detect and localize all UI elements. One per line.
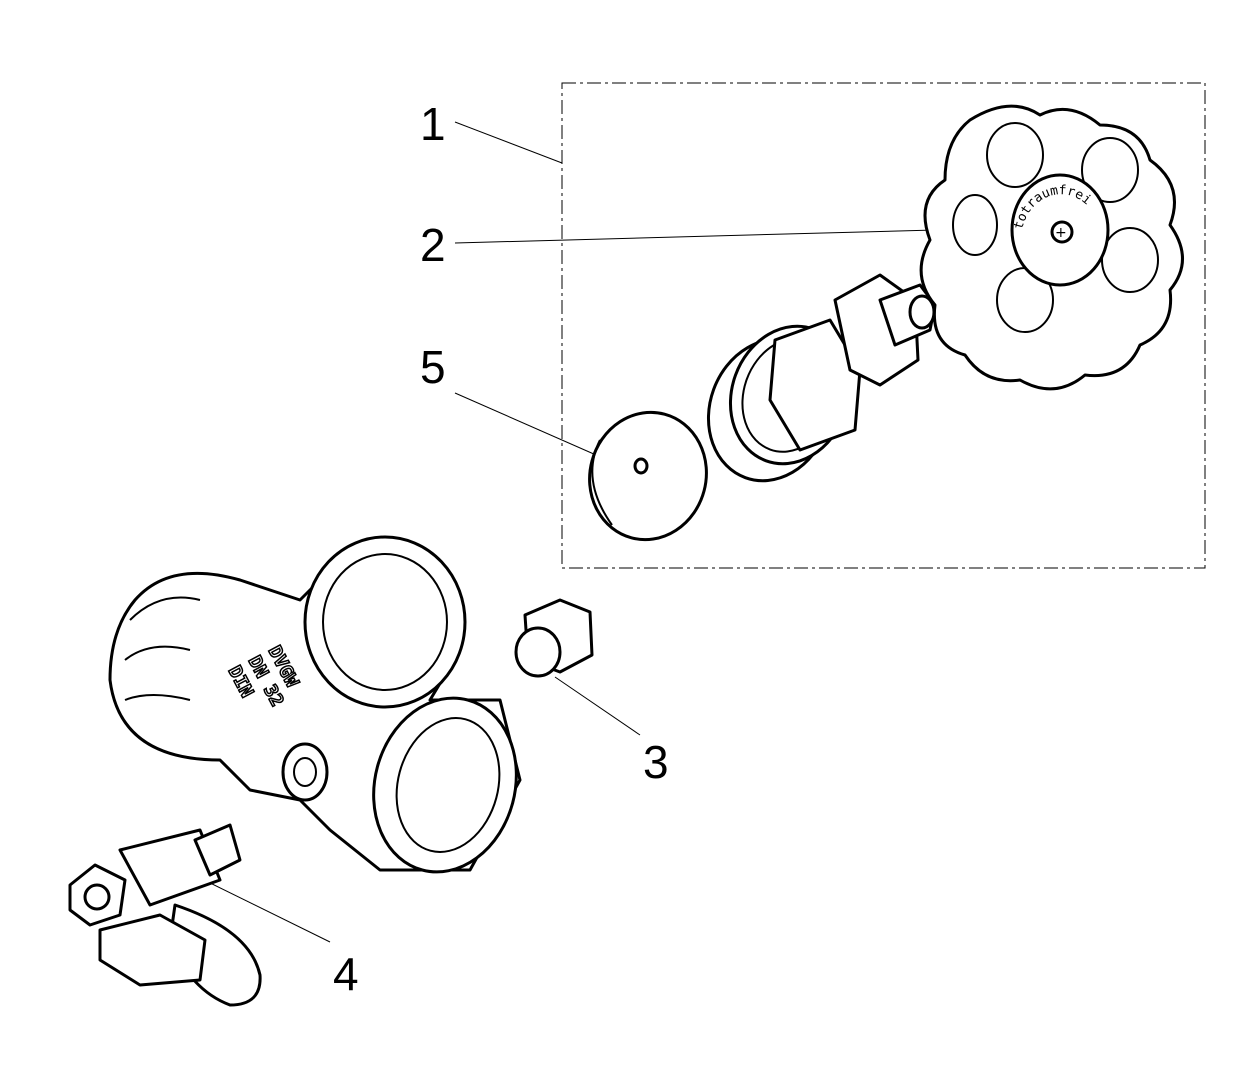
svg-text:+: + — [1055, 225, 1067, 241]
cartridge-assembly — [706, 273, 937, 483]
callout-4: 4 — [333, 948, 359, 1000]
callout-2: 2 — [420, 219, 446, 271]
part-5-disc — [588, 410, 708, 542]
valve-body: DVGW DN 32 DIN — [108, 535, 522, 874]
part-3-plug — [514, 598, 594, 678]
callout-5: 5 — [420, 341, 446, 393]
assembly-group-box — [561, 82, 1206, 569]
leader-lines — [199, 121, 936, 943]
callout-1: 1 — [420, 98, 446, 150]
part-4-drain-valve — [68, 823, 262, 1007]
callout-3: 3 — [643, 736, 669, 788]
part-2-handwheel: totraumfrei + — [919, 104, 1184, 391]
